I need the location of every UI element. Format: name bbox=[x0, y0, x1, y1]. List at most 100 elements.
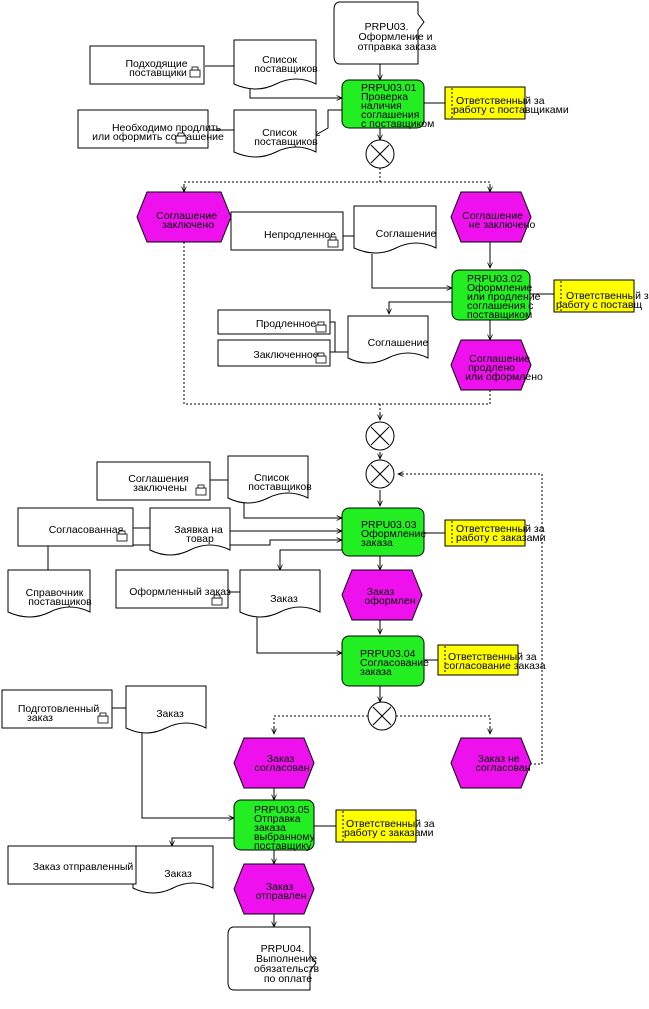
svg-text:Ответственный за работу: Ответственный за работу с заказами bbox=[344, 818, 437, 839]
function-f4[interactable]: PRPU03.04 Согласование заказа bbox=[341, 635, 432, 687]
state-s3[interactable]: Непродленное bbox=[230, 211, 344, 251]
flow-line bbox=[330, 321, 348, 353]
document-d6[interactable]: Заявка на товар bbox=[149, 507, 231, 556]
function-code: PRPU03.03 bbox=[361, 519, 417, 531]
state-s10[interactable]: Заказ отправленный bbox=[7, 845, 137, 885]
function-f5[interactable]: PRPU03.05 Отправка заказа выбранному пос… bbox=[233, 799, 318, 852]
org-unit-label: Ответственный за bbox=[456, 523, 545, 535]
event-e6[interactable]: Заказ не согласован bbox=[450, 737, 532, 789]
document-d4[interactable]: Соглашение bbox=[347, 315, 429, 364]
event-e2[interactable]: Соглашение не заключено bbox=[450, 191, 535, 243]
printer-icon bbox=[211, 594, 223, 606]
document-label: Соглашение bbox=[376, 228, 437, 240]
svg-text:PRPU03. Оформление и: PRPU03. Оформление и отправка заказа bbox=[358, 21, 437, 53]
document-d7[interactable]: Справочник поставщиков bbox=[7, 569, 92, 618]
state-label: Заключенное bbox=[253, 349, 318, 361]
state-s5[interactable]: Заключенное bbox=[217, 339, 331, 367]
org-unit-o2[interactable]: Ответственный за работу с поставщ bbox=[553, 279, 649, 313]
flow-line bbox=[183, 168, 381, 192]
function-label: Отправка bbox=[254, 813, 301, 825]
printer-icon bbox=[315, 321, 327, 333]
document-d10[interactable]: Заказ bbox=[132, 845, 214, 894]
process-ref-label: Оформление и bbox=[359, 31, 433, 43]
svg-text:PRPU03.02 Оформление: PRPU03.02 Оформление или продление согла… bbox=[467, 273, 543, 321]
state-s6[interactable]: Соглашения заключены bbox=[96, 461, 211, 501]
state-s7[interactable]: Согласованная bbox=[17, 507, 134, 547]
event-label: согласован bbox=[475, 762, 530, 774]
event-label: оформлен bbox=[364, 595, 415, 607]
state-s9[interactable]: Подготовленный заказ bbox=[1, 689, 113, 729]
function-label: Согласование bbox=[360, 657, 429, 669]
function-label: выбранному bbox=[254, 831, 316, 843]
svg-text:Подготовленный заказ: Подготовленный заказ bbox=[18, 703, 102, 724]
document-d9[interactable]: Заказ bbox=[125, 685, 207, 734]
svg-text:Соглашение не заключено: Соглашение не заключено bbox=[462, 210, 535, 231]
document-label: Список bbox=[262, 54, 297, 66]
document-d8[interactable]: Заказ bbox=[239, 569, 321, 618]
state-label: Продленное bbox=[256, 318, 317, 330]
printer-icon bbox=[175, 132, 187, 144]
org-unit-o3[interactable]: Ответственный за работу с заказами bbox=[444, 519, 547, 547]
org-unit-o1[interactable]: Ответственный за работу с поставщиками bbox=[444, 86, 569, 120]
flow-line bbox=[280, 549, 342, 570]
state-label: Согласованная bbox=[49, 524, 124, 536]
svg-text:Заявка на товар: Заявка на товар bbox=[174, 524, 226, 545]
function-label: заказа bbox=[360, 666, 392, 678]
process-ref-code: PRPU04. bbox=[261, 943, 305, 955]
flow-line bbox=[183, 242, 380, 405]
svg-text:Список поставщиков: Список поставщиков bbox=[248, 472, 312, 493]
state-s8[interactable]: Оформленный заказ bbox=[115, 569, 231, 609]
printer-icon bbox=[116, 530, 128, 542]
svg-text:PRPU04. Выполнение: PRPU04. Выполнение обязательств по оплат… bbox=[254, 943, 322, 985]
xor-connector-icon bbox=[365, 459, 395, 489]
org-unit-o4[interactable]: Ответственный за согласование заказа bbox=[437, 644, 546, 676]
state-s1[interactable]: Подходящие поставщики bbox=[89, 45, 205, 85]
event-e3[interactable]: Соглашение продлено или оформлено bbox=[450, 339, 543, 391]
svg-text:Список поставщиков: Список поставщиков bbox=[254, 127, 318, 148]
org-unit-o5[interactable]: Ответственный за работу с заказами bbox=[335, 809, 437, 843]
event-label: Заказ не bbox=[477, 753, 519, 765]
state-s4[interactable]: Продленное bbox=[217, 309, 331, 335]
state-s2[interactable]: Необходимо продлить или оформить соглаше… bbox=[77, 109, 224, 149]
function-label: соглашения bbox=[361, 109, 419, 121]
document-d1[interactable]: Список поставщиков bbox=[233, 39, 318, 90]
function-label: наличия bbox=[361, 100, 402, 112]
function-f3[interactable]: PRPU03.03 Оформление заказа bbox=[341, 507, 429, 557]
org-unit-label: Ответственный за bbox=[456, 95, 545, 107]
process-ref-start[interactable]: PRPU03. Оформление и отправка заказа bbox=[333, 1, 437, 65]
svg-text:Список поставщиков: Список поставщиков bbox=[254, 54, 318, 75]
document-d2[interactable]: Список поставщиков bbox=[233, 109, 318, 158]
process-ref-end[interactable]: PRPU04. Выполнение обязательств по оплат… bbox=[227, 926, 322, 991]
function-label: заказа bbox=[254, 822, 286, 834]
event-label: Заказ bbox=[266, 881, 294, 893]
event-label: заключено bbox=[162, 219, 214, 231]
function-f1[interactable]: PRPU03.01 Проверка наличия соглашения с … bbox=[341, 79, 434, 130]
function-label: поставщиком bbox=[467, 309, 532, 321]
event-e4[interactable]: Заказ оформлен bbox=[341, 569, 423, 621]
event-e7[interactable]: Заказ отправлен bbox=[233, 863, 315, 915]
xor-connector-icon bbox=[367, 701, 397, 731]
printer-icon bbox=[97, 712, 109, 724]
document-label: поставщиков bbox=[28, 596, 92, 608]
document-label: Справочник bbox=[26, 587, 84, 599]
state-label: или оформить соглашение bbox=[92, 131, 224, 143]
org-unit-label: работу с заказами bbox=[456, 532, 546, 544]
document-d3[interactable]: Соглашение bbox=[353, 205, 437, 254]
state-label: заказ bbox=[27, 712, 53, 724]
svg-text:Заказ отправлен: Заказ отправлен bbox=[256, 881, 307, 902]
svg-text:Соглашение заключено: Соглашение заключено bbox=[156, 210, 220, 231]
org-unit-label: работу с поставщ bbox=[556, 299, 642, 311]
flow-line bbox=[379, 390, 491, 420]
org-unit-label: Ответственный за bbox=[566, 290, 649, 302]
event-e5[interactable]: Заказ согласован bbox=[233, 737, 315, 789]
document-d5[interactable]: Список поставщиков bbox=[227, 455, 312, 504]
svg-text:Ответственный за согласо: Ответственный за согласование заказа bbox=[444, 651, 546, 672]
document-label: товар bbox=[186, 533, 214, 545]
event-e1[interactable]: Соглашение заключено bbox=[136, 191, 232, 243]
svg-text:Соглашение продлено: Соглашение продлено или оформлено bbox=[465, 353, 543, 383]
document-label: Соглашение bbox=[368, 337, 429, 349]
function-f2[interactable]: PRPU03.02 Оформление или продление согла… bbox=[451, 269, 543, 321]
event-label: продлено bbox=[468, 362, 515, 374]
printer-icon bbox=[327, 236, 339, 248]
